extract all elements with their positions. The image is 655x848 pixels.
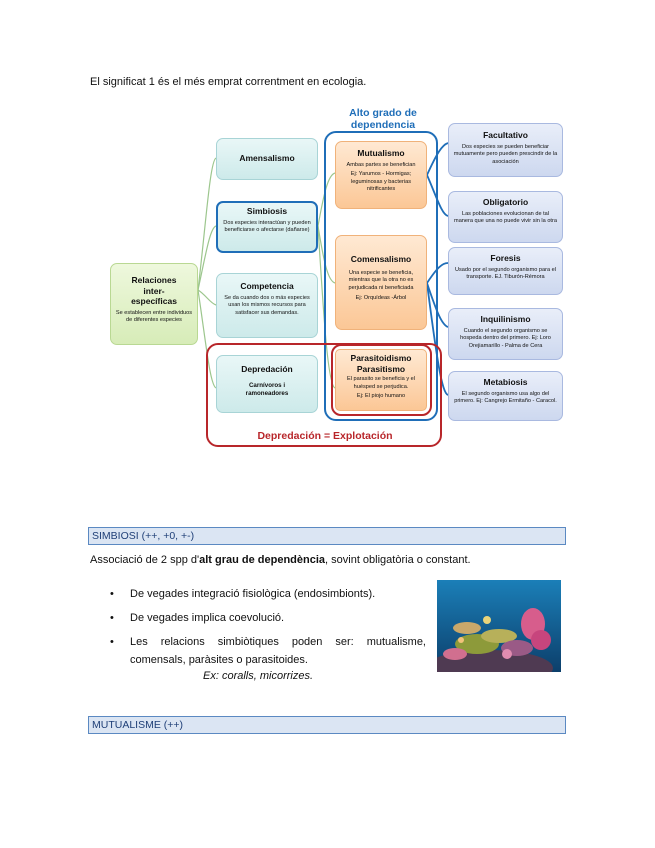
coral-reef-photo — [437, 580, 561, 672]
box-depredacion: Depredación Carnívoros i ramoneadores — [216, 355, 318, 413]
box-mutualismo: Mutualismo Ambas partes se benefician Ej… — [335, 141, 427, 209]
box-relaciones-interespecificas: Relaciones inter-específicas Se establec… — [110, 263, 198, 345]
box-obligatorio: Obligatorio Las poblaciones evolucionan … — [448, 191, 563, 243]
list-item: De vegades integració fisiològica (endos… — [108, 585, 426, 603]
box-simbiosis: Simbiosis Dos especies interactúan y pue… — [216, 201, 318, 253]
relations-diagram: Alto grado de dependencia Depredación = … — [110, 103, 565, 448]
box-facultativo: Facultativo Dos especies se pueden benef… — [448, 123, 563, 177]
list-item: De vegades implica coevolució. — [108, 609, 426, 627]
caption-exploitation: Depredación = Explotación — [230, 430, 420, 442]
caption-high-dependency: Alto grado de dependencia — [328, 107, 438, 131]
list-item: Les relacions simbiòtiques poden ser: mu… — [108, 633, 426, 669]
intro-text: El significat 1 és el més emprat corrent… — [90, 76, 366, 88]
simbiosi-intro: Associació de 2 spp d'alt grau de depend… — [90, 554, 471, 566]
box-inquilinismo: Inquilinismo Cuando el segundo organismo… — [448, 308, 563, 360]
box-competencia: Competencia Se da cuando dos o más espec… — [216, 273, 318, 338]
simbiosi-bullet-list: De vegades integració fisiològica (endos… — [108, 585, 426, 676]
box-comensalismo: Comensalismo Una especie se beneficia, m… — [335, 235, 427, 330]
section-header-simbiosi: SIMBIOSI (++, +0, +-) — [88, 527, 566, 545]
box-foresis: Foresis Usado por el segundo organismo p… — [448, 247, 563, 295]
box-parasitismo: Parasitoidismo Parasitismo El parasito s… — [335, 349, 427, 411]
box-amensalismo: Amensalismo — [216, 138, 318, 180]
box-metabiosis: Metabiosis El segundo organismo usa algo… — [448, 371, 563, 421]
section-header-mutualisme: MUTUALISME (++) — [88, 716, 566, 734]
simbiosi-example: Ex: coralls, micorrizes. — [203, 670, 313, 682]
